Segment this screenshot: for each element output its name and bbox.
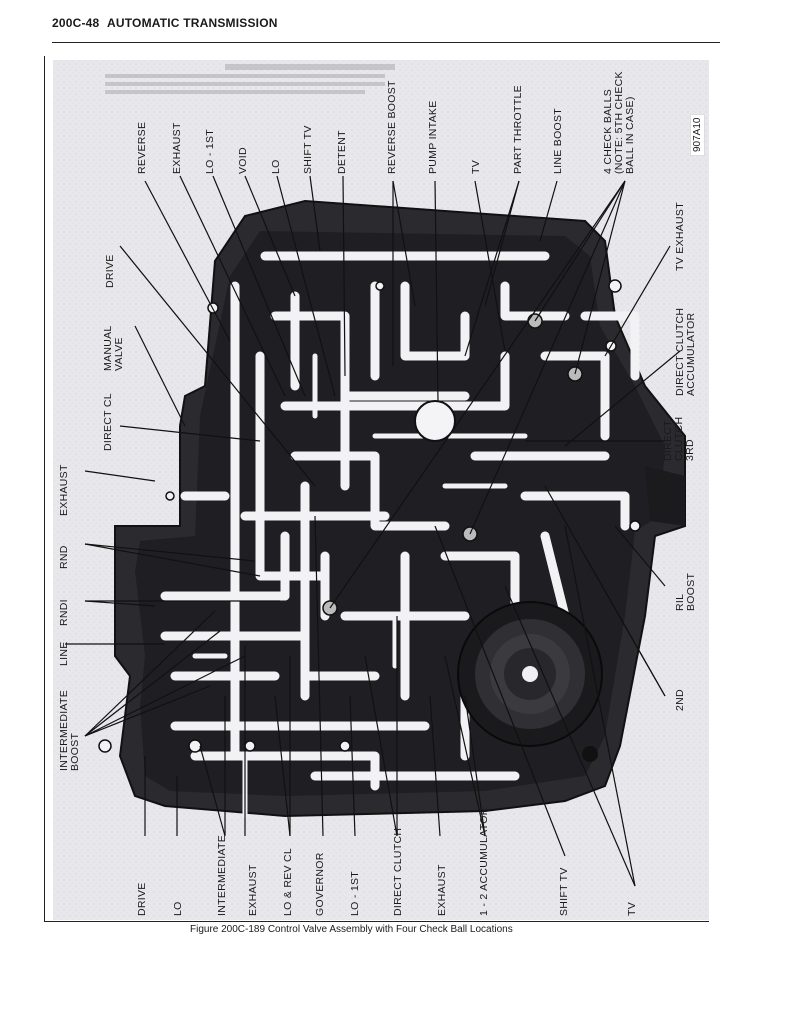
section-number: 200C-48 [52, 16, 100, 30]
figure-frame: REVERSE EXHAUST LO - 1ST VOID LO SHIFT T… [44, 56, 709, 922]
label-intermediate-bottom: INTERMEDIATE [216, 835, 228, 916]
label-exhaust-left: EXHAUST [58, 464, 70, 516]
label-drive-bottom: DRIVE [136, 882, 148, 916]
label-pump-intake: PUMP INTAKE [427, 100, 439, 174]
label-lo-top: LO [270, 159, 282, 174]
header-rule [52, 42, 720, 43]
control-valve-illustration [53, 60, 709, 920]
label-exhaust-top: EXHAUST [171, 122, 183, 174]
label-lo-1st-top: LO - 1ST [204, 129, 216, 174]
label-reverse-boost: REVERSE BOOST [386, 80, 398, 174]
label-direct-cl: DIRECT CL [102, 393, 114, 451]
figure-caption: Figure 200C-189 Control Valve Assembly w… [190, 924, 513, 935]
label-drive-left: DRIVE [104, 254, 116, 288]
label-lo-1st-bottom: LO - 1ST [349, 871, 361, 916]
label-2nd: 2ND [674, 689, 686, 711]
label-exhaust-bottom: EXHAUST [247, 864, 259, 916]
label-four-check-balls: 4 CHECK BALLS (NOTE: 5TH CHECK BALL IN C… [602, 71, 636, 174]
label-direct-clutch-3rd: DIRECT CLUTCH 3RD [662, 416, 696, 461]
label-shift-tv-top: SHIFT TV [302, 125, 314, 174]
label-tv-top: TV [470, 159, 482, 174]
accumulator-piston [457, 601, 603, 747]
label-tv-bottom: TV [626, 901, 638, 916]
label-direct-clutch-accumulator: DIRECT CLUTCH ACCUMULATOR [674, 307, 697, 396]
label-exhaust-bottom-2: EXHAUST [436, 864, 448, 916]
label-lo-bottom: LO [172, 901, 184, 916]
label-shift-tv-bottom: SHIFT TV [558, 867, 570, 916]
label-rnd: RND [58, 545, 70, 569]
label-line: LINE [58, 641, 70, 666]
figure-code: 907A10 [690, 113, 705, 156]
label-ril-boost: RIL BOOST [674, 572, 697, 611]
label-detent: DETENT [336, 130, 348, 174]
label-governor: GOVERNOR [314, 852, 326, 916]
label-tv-exhaust: TV EXHAUST [674, 202, 686, 271]
label-void: VOID [237, 147, 249, 174]
label-part-throttle: PART THROTTLE [512, 85, 524, 174]
label-line-boost: LINE BOOST [552, 107, 564, 174]
label-intermediate-boost: INTERMEDIATE BOOST [58, 690, 81, 771]
label-direct-clutch: DIRECT CLUTCH [392, 827, 404, 916]
label-reverse: REVERSE [136, 121, 148, 174]
label-1-2-accumulator: 1 - 2 ACCUMULATOR [478, 807, 490, 916]
page-header: 200C-48 AUTOMATIC TRANSMISSION [52, 16, 278, 30]
section-title: AUTOMATIC TRANSMISSION [106, 16, 278, 30]
label-lo-rev-cl: LO & REV CL [282, 847, 294, 916]
label-rndi: RNDI [58, 599, 70, 626]
label-manual-valve: MANUAL VALVE [102, 325, 125, 371]
